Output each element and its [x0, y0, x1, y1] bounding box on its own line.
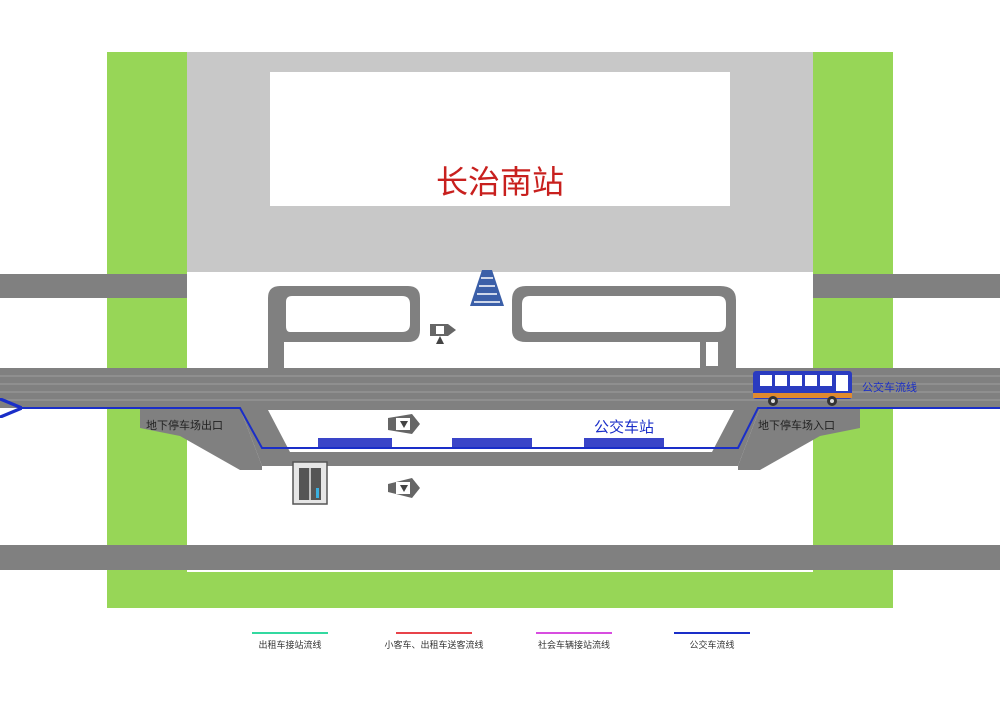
- bus-platform-2: [452, 438, 532, 448]
- legend-swatch: [674, 632, 750, 634]
- bus-platform-1: [318, 438, 392, 448]
- green-strip-right: [813, 52, 893, 608]
- railway-track-icon: [470, 270, 504, 306]
- escalator-icon: [430, 324, 456, 344]
- station-building: [270, 72, 730, 206]
- legend-item-taxi-pickup: 出租车接站流线: [220, 632, 360, 651]
- plaza-edge: [187, 252, 813, 272]
- lower-road: [0, 545, 1000, 570]
- station-title: 长治南站: [436, 163, 564, 201]
- legend-item-bus-flow: 公交车流线: [642, 632, 782, 651]
- legend: 出租车接站流线 小客车、出租车送客流线 社会车辆接站流线 公交车流线: [0, 632, 1000, 672]
- green-strip-left: [107, 52, 187, 608]
- legend-label: 社会车辆接站流线: [537, 641, 610, 651]
- legend-label: 出租车接站流线: [258, 641, 322, 651]
- bus-icon: [753, 371, 852, 406]
- parking-entrance-label: 地下停车场入口: [758, 418, 835, 432]
- escalator-icon: [388, 478, 420, 498]
- legend-swatch: [396, 632, 472, 634]
- green-strip-bottom: [107, 570, 893, 608]
- legend-item-social-pickup: 社会车辆接站流线: [504, 632, 644, 651]
- legend-swatch: [252, 632, 328, 634]
- elevator-icon: [292, 461, 328, 505]
- parking-exit-label: 地下停车场出口: [146, 418, 223, 432]
- escalator-icon: [388, 414, 420, 434]
- bus-station-label: 公交车站: [594, 418, 654, 436]
- bus-flow-label: 公交车流线: [862, 380, 917, 394]
- bus-platform-3: [584, 438, 664, 448]
- legend-item-car-dropoff: 小客车、出租车送客流线: [364, 632, 504, 651]
- legend-label: 小客车、出租车送客流线: [384, 641, 484, 651]
- legend-swatch: [536, 632, 612, 634]
- bus-flow-line: [18, 408, 1000, 449]
- legend-label: 公交车流线: [689, 641, 735, 651]
